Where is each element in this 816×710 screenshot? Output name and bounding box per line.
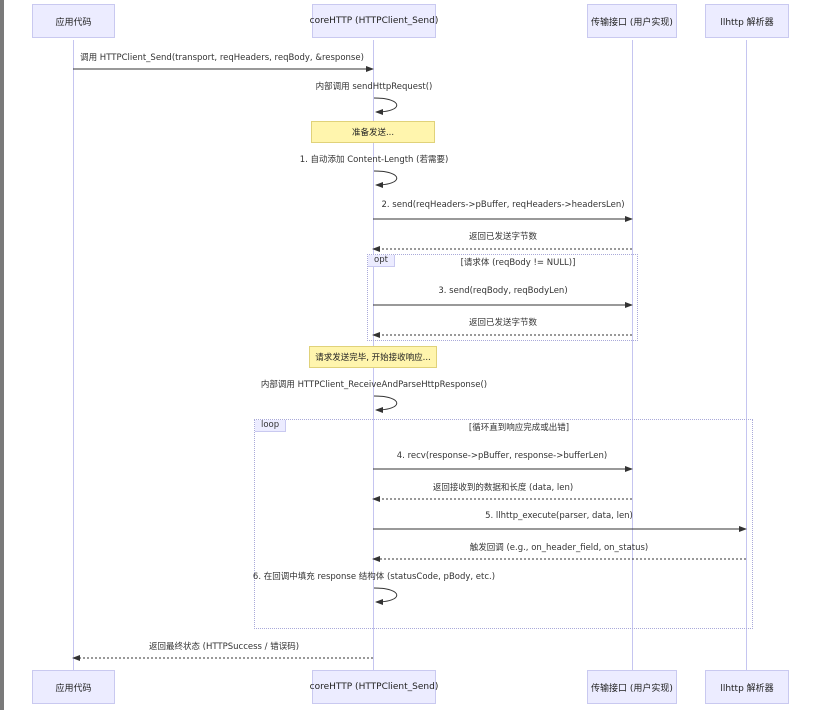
message-m5: 返回已发送字节数 [468, 232, 538, 242]
participant-llhttp-top: llhttp 解析器 [705, 4, 789, 38]
participant-core-top: coreHTTP (HTTPClient_Send) [310, 4, 438, 38]
message-m14: 返回最终状态 (HTTPSuccess / 错误码) [148, 642, 300, 652]
message-m3: 1. 自动添加 Content-Length (若需要) [299, 155, 449, 165]
participant-core-bottom: coreHTTP (HTTPClient_Send) [310, 670, 438, 704]
message-m6: 3. send(reqBody, reqBodyLen) [438, 286, 568, 296]
arrow-m3-self [373, 170, 398, 188]
loop-frame: loop [循环直到响应完成或出错] [254, 419, 753, 629]
arrow-m8-self [373, 395, 398, 413]
loop-frame-condition: [循环直到响应完成或出错] [468, 423, 570, 433]
loop-frame-label: loop [255, 420, 287, 432]
message-m11: 5. llhttp_execute(parser, data, len) [485, 511, 633, 521]
lifeline-transport [632, 40, 633, 670]
opt-frame-label: opt [368, 255, 395, 267]
message-m2: 内部调用 sendHttpRequest() [315, 82, 433, 92]
arrow-m13-self [373, 587, 398, 605]
lifeline-app [73, 40, 74, 670]
message-m4: 2. send(reqHeaders->pBuffer, reqHeaders-… [381, 200, 625, 210]
opt-frame: opt [请求体 (reqBody != NULL)] [367, 254, 638, 341]
message-m8: 内部调用 HTTPClient_ReceiveAndParseHttpRespo… [260, 380, 488, 390]
message-m7: 返回已发送字节数 [468, 318, 538, 328]
message-m9: 4. recv(response->pBuffer, response->buf… [396, 451, 608, 461]
message-m13: 6. 在回调中填充 response 结构体 (statusCode, pBod… [252, 572, 496, 582]
note-send-complete: 请求发送完毕, 开始接收响应... [309, 346, 437, 368]
note-prepare-send: 准备发送... [311, 121, 435, 143]
participant-llhttp-bottom: llhttp 解析器 [705, 670, 789, 704]
opt-frame-condition: [请求体 (reqBody != NULL)] [460, 258, 576, 268]
message-m1: 调用 HTTPClient_Send(transport, reqHeaders… [80, 53, 364, 63]
lifeline-llhttp [746, 40, 747, 670]
participant-app-top: 应用代码 [32, 4, 115, 38]
window-edge [0, 0, 4, 710]
message-m12: 触发回调 (e.g., on_header_field, on_status) [469, 543, 649, 553]
participant-transport-bottom: 传输接口 (用户实现) [587, 670, 677, 704]
participant-app-bottom: 应用代码 [32, 670, 115, 704]
participant-transport-top: 传输接口 (用户实现) [587, 4, 677, 38]
message-m10: 返回接收到的数据和长度 (data, len) [432, 483, 574, 493]
arrow-m2-self [373, 97, 398, 115]
